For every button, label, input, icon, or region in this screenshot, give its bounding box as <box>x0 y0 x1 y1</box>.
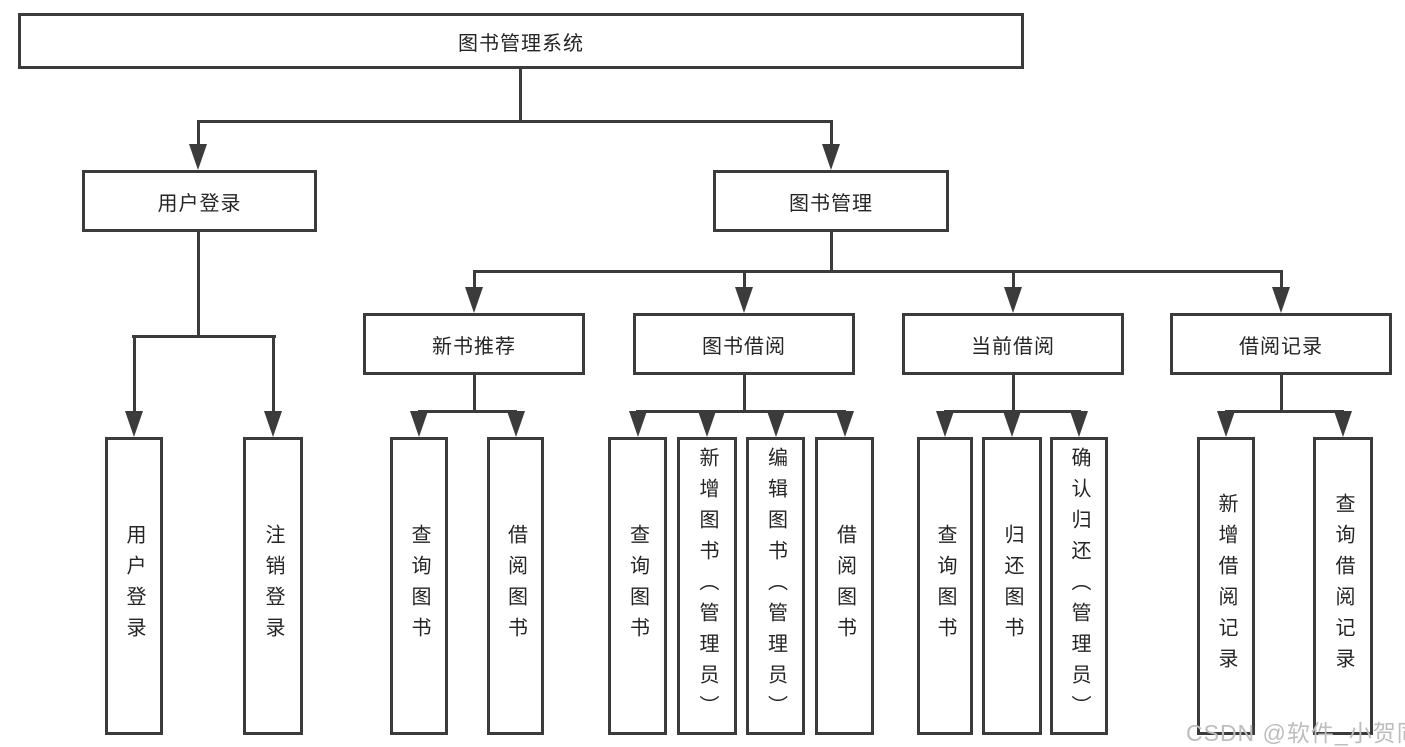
arrowhead-return-books <box>1003 411 1021 437</box>
edge-new-book-branch <box>418 410 517 413</box>
edge-book-management-stem <box>830 232 833 272</box>
leaf-borrow-books: 借阅图书 <box>815 437 874 735</box>
arrowhead-edit-books <box>767 411 785 437</box>
edge-book-borrow-branch <box>636 410 846 413</box>
leaf-add-borrow-record: 新增借阅记录 <box>1197 437 1255 735</box>
arrowhead-query-books-c <box>936 411 954 437</box>
csdn-watermark: CSDN @软件_小贺同学 <box>1186 720 1405 746</box>
leaf-add-books-admin: 新增图书（管理员） <box>677 437 737 735</box>
leaf-label: 确认归还（管理员） <box>1068 446 1090 726</box>
node-current-borrow: 当前借阅 <box>902 313 1124 375</box>
edge-to-leaf-login <box>133 335 136 413</box>
arrowhead-book-management <box>822 144 840 170</box>
arrowhead-borrow-books-b <box>836 411 854 437</box>
node-book-management: 图书管理 <box>713 170 949 232</box>
arrowhead-borrow-records <box>1272 287 1290 313</box>
leaf-label: 注销登录 <box>262 524 284 648</box>
edge-borrow-records-stem <box>1280 375 1283 412</box>
edge-to-user-login <box>197 120 200 147</box>
arrowhead-borrow-books-a <box>507 411 525 437</box>
leaf-confirm-return-admin: 确认归还（管理员） <box>1050 437 1108 735</box>
edge-root-stem <box>519 69 522 123</box>
arrowhead-current-borrow <box>1004 287 1022 313</box>
leaf-label: 用户登录 <box>123 524 145 648</box>
leaf-label: 新增借阅记录 <box>1215 493 1237 679</box>
edge-to-leaf-logout <box>272 335 275 413</box>
arrowhead-add-record <box>1217 411 1235 437</box>
edge-to-book-borrow <box>743 270 746 290</box>
edge-user-login-stem <box>197 232 200 338</box>
leaf-label: 借阅图书 <box>833 524 856 648</box>
leaf-label: 查询图书 <box>626 524 649 648</box>
leaf-return-books: 归还图书 <box>982 437 1042 735</box>
node-borrow-records: 借阅记录 <box>1170 313 1392 375</box>
leaf-query-books-recommend: 查询图书 <box>390 437 448 735</box>
arrowhead-add-books <box>698 411 716 437</box>
arrowhead-confirm-return <box>1070 411 1088 437</box>
leaf-label: 查询图书 <box>408 524 430 648</box>
node-book-borrow: 图书借阅 <box>633 313 855 375</box>
arrowhead-new-book <box>465 287 483 313</box>
edge-level3-branch <box>473 270 1283 273</box>
leaf-label: 查询借阅记录 <box>1332 493 1354 679</box>
arrowhead-query-record <box>1334 411 1352 437</box>
node-root: 图书管理系统 <box>18 13 1024 69</box>
node-user-login: 用户登录 <box>82 170 317 232</box>
leaf-user-login: 用户登录 <box>105 437 163 735</box>
edge-new-book-stem <box>473 375 476 412</box>
arrowhead-leaf-login <box>125 411 143 437</box>
leaf-label: 归还图书 <box>1001 524 1023 648</box>
arrowhead-query-books-a <box>410 411 428 437</box>
leaf-label: 编辑图书（管理员） <box>764 446 787 726</box>
edge-user-login-branch <box>132 335 276 338</box>
arrowhead-user-login <box>189 144 207 170</box>
leaf-query-borrow-record: 查询借阅记录 <box>1313 437 1373 735</box>
leaf-borrow-books-recommend: 借阅图书 <box>487 437 544 735</box>
leaf-label: 借阅图书 <box>504 524 527 648</box>
arrowhead-query-books-b <box>629 411 647 437</box>
edge-to-new-book <box>473 270 476 290</box>
edge-to-borrow-records <box>1280 270 1283 290</box>
edge-to-book-management <box>830 120 833 147</box>
edge-book-borrow-stem <box>743 375 746 412</box>
leaf-edit-books-admin: 编辑图书（管理员） <box>746 437 805 735</box>
leaf-logout: 注销登录 <box>243 437 303 735</box>
edge-borrow-records-branch <box>1225 410 1344 413</box>
leaf-label: 新增图书（管理员） <box>696 446 718 726</box>
arrowhead-leaf-logout <box>264 411 282 437</box>
leaf-label: 查询图书 <box>934 524 956 648</box>
edge-to-current-borrow <box>1012 270 1015 290</box>
edge-current-borrow-stem <box>1012 375 1015 412</box>
leaf-query-books-current: 查询图书 <box>917 437 973 735</box>
edge-level2-branch <box>197 120 833 123</box>
leaf-query-books-borrow: 查询图书 <box>608 437 667 735</box>
node-new-book-recommend: 新书推荐 <box>363 313 585 375</box>
arrowhead-book-borrow <box>735 287 753 313</box>
